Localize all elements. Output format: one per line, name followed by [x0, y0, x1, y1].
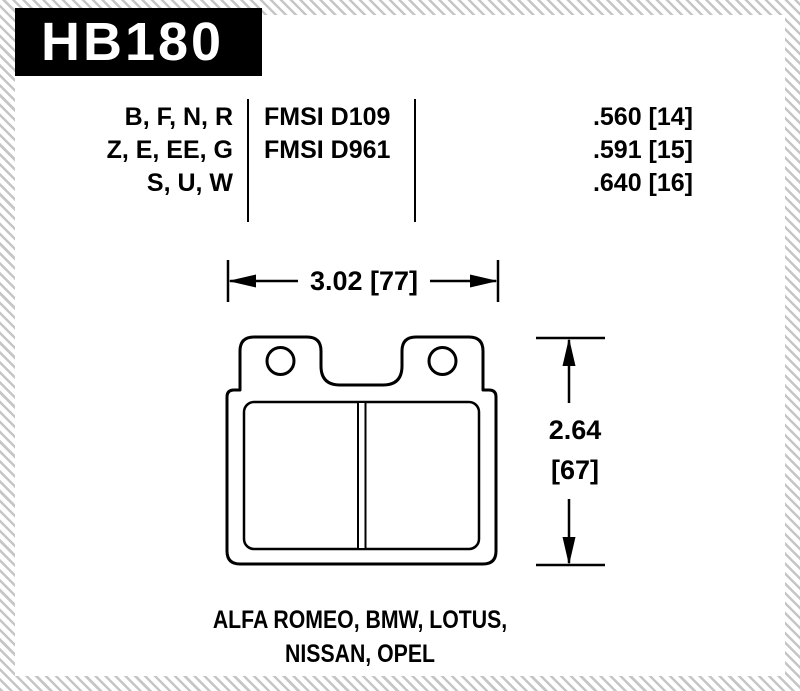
pad-right-mounting-hole [427, 346, 458, 376]
applications-line2: NISSAN, OPEL [285, 640, 435, 668]
height-dimension-label-mm: [67] [551, 455, 599, 485]
thickness-row2: .591 [15] [592, 136, 693, 164]
applications-line1: ALFA ROMEO, BMW, LOTUS, [212, 606, 508, 634]
compound-codes-row1: B, F, N, R [124, 103, 233, 131]
compound-codes-row2: Z, E, EE, G [106, 136, 233, 164]
fmsi-row1: FMSI D109 [264, 103, 391, 131]
arrowhead-left-icon [228, 274, 256, 288]
spec-col-compounds: B, F, N, R Z, E, EE, G S, U, W [55, 101, 233, 200]
thickness-row3: .640 [16] [592, 169, 693, 197]
width-dimension: 3.02 [77] [226, 260, 500, 302]
paper-background [15, 15, 785, 676]
thickness-row1: .560 [14] [592, 103, 693, 131]
spec-col-fmsi: FMSI D109 FMSI D961 [264, 101, 424, 200]
width-dimension-label: 3.02 [77] [310, 266, 418, 296]
arrowhead-down-icon [562, 537, 576, 565]
arrowhead-right-icon [470, 274, 498, 288]
table-divider-2 [414, 99, 416, 222]
spec-col-thickness: .560 [14] .591 [15] .640 [16] [543, 101, 693, 200]
pad-center-slot [357, 401, 367, 550]
fmsi-row2: FMSI D961 [264, 136, 391, 164]
part-number: HB180 [41, 12, 225, 72]
vehicle-applications: ALFA ROMEO, BMW, LOTUS, NISSAN, OPEL [148, 603, 573, 671]
fmsi-row3 [264, 167, 424, 200]
arrowhead-up-icon [562, 338, 576, 366]
pad-left-mounting-hole [265, 346, 296, 376]
table-divider-1 [247, 99, 249, 222]
height-dimension: 2.64 [67] [536, 336, 605, 567]
height-dimension-label-inches: 2.64 [549, 415, 602, 445]
part-number-box: HB180 [15, 8, 262, 76]
brake-pad-drawing [225, 335, 498, 566]
compound-codes-row3: S, U, W [146, 169, 233, 197]
